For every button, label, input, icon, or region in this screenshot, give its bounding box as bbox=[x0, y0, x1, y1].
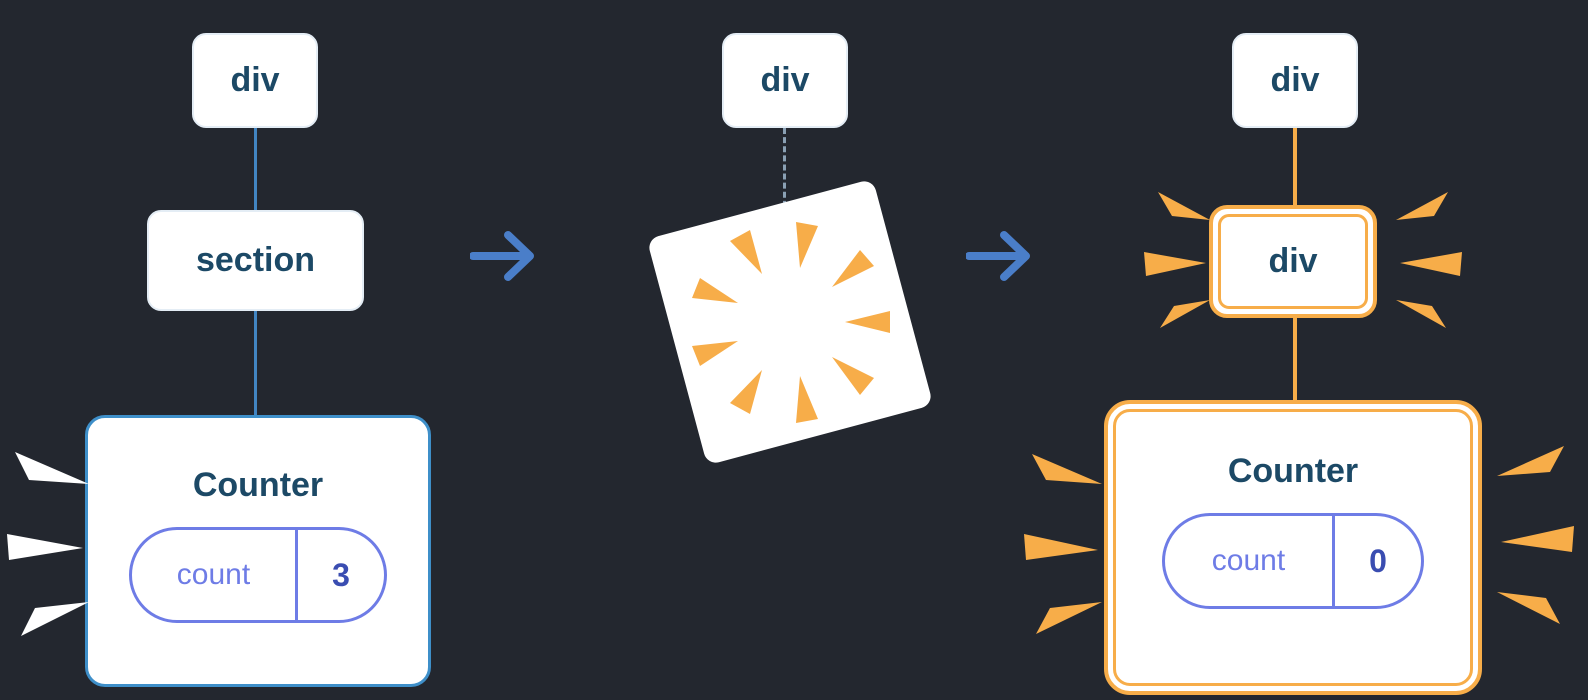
counter-card-after: Counter count 0 bbox=[1104, 400, 1482, 695]
node-label: div bbox=[760, 61, 810, 99]
tree-node-div-root-deleting: div bbox=[722, 33, 848, 128]
component-title: Counter bbox=[192, 466, 324, 504]
state-name: count bbox=[1211, 544, 1286, 577]
node-label: div bbox=[1270, 61, 1320, 99]
spark-icon bbox=[1497, 446, 1574, 624]
tree-node-section: section bbox=[147, 210, 364, 311]
spark-icon bbox=[7, 452, 89, 636]
highlight-inner-ring: div bbox=[1218, 214, 1368, 309]
highlight-inner-ring: Counter count 0 bbox=[1113, 409, 1473, 686]
spark-icon bbox=[1144, 192, 1210, 328]
tree-node-div-root-before: div bbox=[192, 33, 318, 128]
state-value: 0 bbox=[1369, 542, 1387, 579]
node-label: section bbox=[195, 241, 316, 279]
state-name: count bbox=[176, 558, 251, 591]
connector-line bbox=[254, 311, 257, 415]
spark-icon bbox=[1396, 192, 1462, 328]
dashed-connector-line bbox=[783, 128, 786, 216]
arrow-icon bbox=[966, 231, 1030, 281]
arrow-icon bbox=[470, 231, 534, 281]
tree-node-div-root-after: div bbox=[1232, 33, 1358, 128]
state-value: 3 bbox=[332, 556, 350, 593]
component-title: Counter bbox=[1227, 452, 1359, 490]
connector-line-orange bbox=[1293, 318, 1297, 401]
state-pill: count 3 bbox=[129, 527, 387, 623]
pill-divider bbox=[295, 530, 298, 620]
connector-line bbox=[254, 128, 257, 211]
pill-divider bbox=[1332, 516, 1335, 606]
connector-line-orange bbox=[1293, 128, 1297, 207]
state-pill: count 0 bbox=[1162, 513, 1424, 609]
tree-node-div-new: div bbox=[1209, 205, 1377, 318]
counter-card-before: Counter count 3 bbox=[85, 415, 431, 687]
spark-icon bbox=[1024, 454, 1102, 634]
poof-icon bbox=[649, 181, 931, 463]
node-label: div bbox=[1268, 242, 1318, 280]
node-label: div bbox=[230, 61, 280, 99]
